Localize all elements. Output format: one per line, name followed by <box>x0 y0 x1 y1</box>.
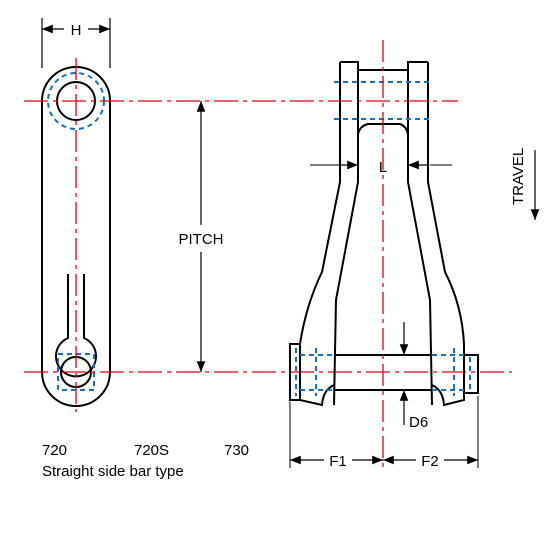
h-label: H <box>71 22 82 39</box>
f2-label: F2 <box>421 453 439 470</box>
travel-indicator: TRAVEL <box>510 148 540 220</box>
f1-label: F1 <box>329 453 347 470</box>
pitch-dimension: PITCH <box>179 101 224 372</box>
travel-label: TRAVEL <box>510 148 527 205</box>
model-720: 720 <box>42 442 67 459</box>
caption: 720 720S 730 Straight side bar type <box>42 442 249 480</box>
l-label: L <box>379 159 387 176</box>
d6-label: D6 <box>409 414 428 431</box>
pitch-label: PITCH <box>179 231 224 248</box>
type-description: Straight side bar type <box>42 463 184 480</box>
side-view: H <box>41 18 111 412</box>
model-720s: 720S <box>134 442 169 459</box>
model-730: 730 <box>224 442 249 459</box>
front-view: L D6 F1 F2 <box>289 40 479 470</box>
